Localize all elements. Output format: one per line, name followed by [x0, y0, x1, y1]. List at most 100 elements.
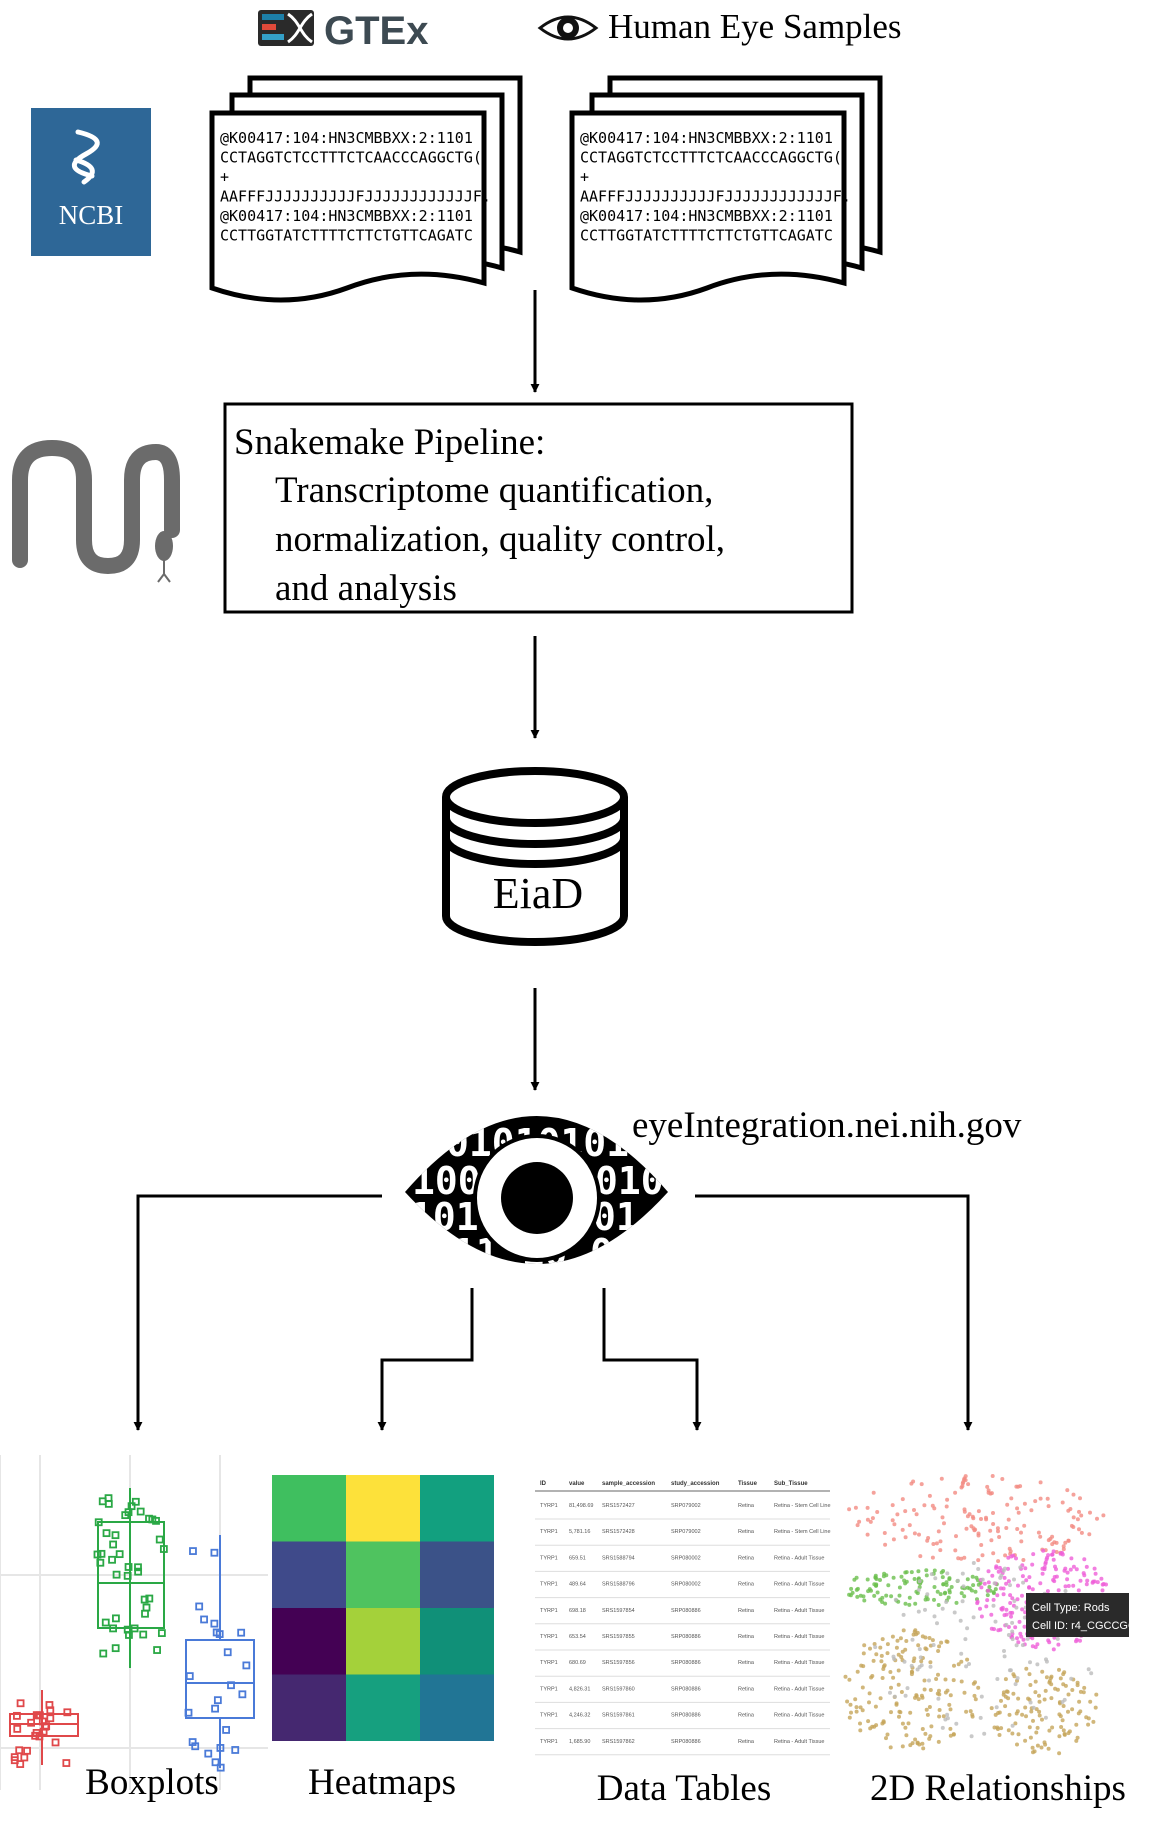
tsne-point: [912, 1577, 917, 1581]
tsne-point: [1061, 1728, 1066, 1733]
tsne-point: [922, 1678, 927, 1683]
tsne-point: [951, 1678, 956, 1683]
tsne-point: [881, 1664, 886, 1669]
boxplot-point: [134, 1567, 143, 1576]
tsne-point: [924, 1568, 929, 1573]
table-cell: 4,826.31: [569, 1686, 590, 1692]
tsne-point: [1061, 1672, 1066, 1677]
table-cell: Retina: [738, 1582, 755, 1588]
human-eye-samples: Human Eye Samples: [537, 7, 902, 46]
tsne-point: [1021, 1558, 1026, 1562]
tsne-point: [962, 1594, 967, 1599]
tsne-point: [938, 1592, 943, 1597]
tsne-point: [1043, 1742, 1048, 1747]
tsne-point: [943, 1677, 948, 1682]
tsne-point: [1041, 1548, 1046, 1553]
tsne-point: [959, 1556, 964, 1561]
tsne-point: [884, 1573, 889, 1578]
tsne-point: [1040, 1717, 1044, 1722]
tsne-point: [862, 1598, 867, 1603]
tsne-point: [1074, 1738, 1079, 1743]
heatmap-cell: [420, 1541, 494, 1608]
tsne-point: [878, 1645, 883, 1650]
tsne-point: [936, 1649, 941, 1653]
heatmap-cell: [420, 1674, 494, 1741]
tsne-point: [892, 1522, 897, 1527]
tsne-point: [1085, 1578, 1090, 1583]
tsne-points: [843, 1474, 1113, 1756]
table-cell: Retina - Stem Cell Line: [774, 1503, 831, 1509]
tsne-point: [913, 1628, 918, 1633]
tsne-point: [909, 1570, 914, 1575]
tsne-point: [873, 1704, 878, 1709]
tsne-point: [959, 1651, 964, 1656]
tsne-point: [1065, 1570, 1070, 1575]
boxplot-point: [210, 1619, 219, 1628]
tsne-point: [906, 1721, 911, 1726]
tsne-point: [928, 1664, 933, 1669]
boxplot-point: [63, 1708, 72, 1717]
tsne-point: [999, 1698, 1003, 1703]
tsne-point: [1061, 1544, 1066, 1549]
tsne-point: [848, 1702, 853, 1707]
tsne-point: [1030, 1562, 1035, 1567]
boxplot-point: [184, 1708, 193, 1717]
tsne-point: [1063, 1589, 1068, 1593]
boxplot-point: [123, 1571, 132, 1580]
tsne-point: [1001, 1586, 1006, 1591]
tsne-point: [979, 1585, 984, 1590]
tsne-point: [855, 1669, 860, 1674]
tsne-point: [964, 1709, 969, 1714]
tsne-point: [1039, 1745, 1044, 1750]
tsne-point: [930, 1555, 935, 1560]
boxplot-point: [242, 1661, 251, 1670]
tsne-point: [913, 1695, 917, 1700]
tsne-point: [882, 1531, 887, 1535]
tsne-point: [1040, 1571, 1045, 1576]
tsne-point: [982, 1731, 987, 1736]
tsne-point: [889, 1710, 893, 1715]
boxplot-point: [211, 1758, 220, 1767]
tsne-point: [1071, 1492, 1076, 1497]
tsne-point: [986, 1569, 991, 1574]
tsne-point: [1038, 1496, 1043, 1501]
table-cell: TYRP1: [540, 1634, 558, 1640]
tsne-point: [937, 1688, 941, 1693]
tsne-point: [1054, 1550, 1059, 1554]
tsne-point: [890, 1634, 895, 1639]
tsne-point: [984, 1515, 988, 1520]
boxplot-point: [94, 1518, 103, 1527]
table-cell: TYRP1: [540, 1713, 558, 1719]
tsne-point: [1006, 1517, 1011, 1522]
tsne-point: [873, 1645, 878, 1650]
tsne-point: [1029, 1508, 1034, 1513]
fastq-line: @K00417:104:HN3CMBBXX:2:1101: [580, 129, 833, 147]
table-cell: SRP079002: [671, 1529, 701, 1535]
tsne-point: [965, 1657, 970, 1662]
tsne-point: [953, 1548, 958, 1553]
eye-samples-label: Human Eye Samples: [608, 7, 902, 46]
table-cell: Retina: [738, 1608, 755, 1614]
tsne-point: [947, 1588, 952, 1593]
tsne-point: [936, 1672, 940, 1677]
tsne-point: [912, 1508, 916, 1512]
tsne-point: [908, 1710, 913, 1715]
fastq-text: @K00417:104:HN3CMBBXX:2:1101CCTAGGTCTCCT…: [580, 129, 851, 245]
tsne-point: [944, 1639, 949, 1644]
table-cell: TYRP1: [540, 1686, 558, 1692]
tsne-point: [970, 1574, 975, 1579]
boxplot-point: [140, 1595, 149, 1604]
tsne-point: [938, 1548, 943, 1553]
tsne-point: [1051, 1549, 1056, 1554]
tsne-point: [1004, 1607, 1009, 1612]
tsne-point: [922, 1503, 927, 1508]
tsne-point: [1002, 1566, 1007, 1571]
table-cell: Retina - Adult Tissue: [774, 1660, 824, 1666]
tsne-point: [945, 1712, 950, 1717]
tsne-point: [1006, 1566, 1010, 1571]
tsne-point: [991, 1522, 996, 1526]
boxplot-point: [99, 1649, 108, 1658]
tsne-point: [1015, 1676, 1020, 1681]
tsne-point: [1074, 1567, 1079, 1572]
tsne-point: [1095, 1580, 1100, 1585]
